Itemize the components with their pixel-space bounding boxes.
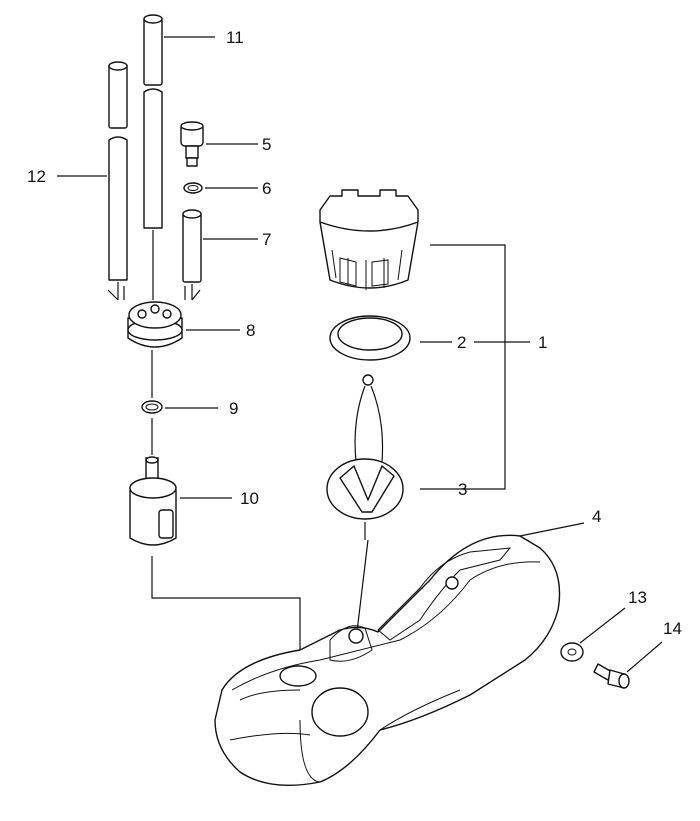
- callout-2: 2: [457, 333, 466, 352]
- callout-7: 7: [262, 230, 271, 249]
- leader-13: [579, 607, 626, 644]
- part-1-fuel-cap: [319, 189, 419, 290]
- part-11-fuel-tube-lower: [143, 88, 163, 229]
- part-8-grommet: [127, 301, 183, 348]
- callout-10: 10: [240, 489, 259, 508]
- callout-9: 9: [229, 399, 238, 418]
- guide-lines-tubes: [107, 230, 201, 301]
- callout-8: 8: [246, 321, 255, 340]
- part-4-fuel-tank: [214, 534, 561, 786]
- callout-12: 12: [27, 167, 46, 186]
- callout-5: 5: [262, 135, 271, 154]
- part-2-cap-gasket: [329, 315, 411, 361]
- part-6-o-ring: [183, 182, 203, 194]
- part-13-washer: [560, 642, 584, 662]
- part-9-o-ring: [141, 400, 163, 414]
- callout-6: 6: [262, 179, 271, 198]
- leader-14: [626, 641, 663, 673]
- callout-14: 14: [663, 619, 682, 638]
- guide-line-10-tank: [151, 556, 301, 670]
- part-11-fuel-tube: [143, 14, 163, 86]
- callout-3: 3: [458, 480, 467, 499]
- leader-4: [519, 522, 585, 537]
- part-3-fuel-strainer: [326, 374, 404, 520]
- callout-4: 4: [592, 507, 601, 526]
- callout-11: 11: [226, 28, 244, 47]
- leader-1-bracket: [420, 244, 530, 490]
- part-12-fuel-tube: [108, 61, 128, 281]
- part-10-fuel-filter: [129, 456, 177, 546]
- part-7-vent-tube: [182, 209, 202, 283]
- callout-13: 13: [628, 588, 647, 607]
- part-14-bolt: [593, 663, 630, 689]
- callout-1: 1: [538, 333, 547, 352]
- part-5-vent-valve: [180, 121, 204, 167]
